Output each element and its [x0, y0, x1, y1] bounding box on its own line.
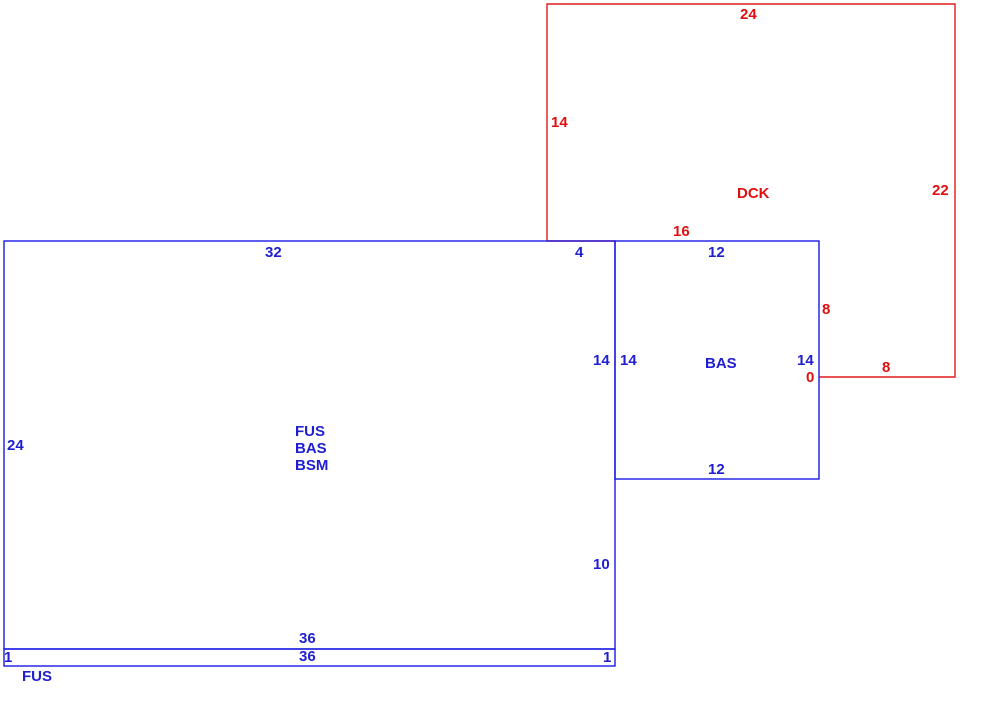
deck-left-dimension: 14	[551, 114, 568, 131]
addition-bottom-dimension: 12	[708, 461, 725, 478]
addition-right-dimension: 14	[797, 352, 814, 369]
main-code-2: BAS	[295, 440, 327, 457]
deck-code-label: DCK	[737, 185, 770, 202]
deck-right-dimension: 22	[932, 182, 949, 199]
main-right-lower-dimension: 10	[593, 556, 610, 573]
deck-inner-vertical-dimension: 8	[822, 301, 830, 318]
main-code-3: BSM	[295, 457, 328, 474]
main-top-right-dimension: 4	[575, 244, 584, 261]
strip-code-label: FUS	[22, 668, 52, 685]
addition-left-dimension: 14	[620, 352, 637, 369]
deck-bottom-left-dimension: 16	[673, 223, 690, 240]
basement-strip-outline	[3, 648, 616, 667]
main-right-upper-dimension: 14	[593, 352, 610, 369]
deck-top-dimension: 24	[740, 6, 757, 23]
main-bottom-dimension: 36	[299, 630, 316, 647]
strip-left-dimension: 1	[4, 649, 12, 666]
main-left-dimension: 24	[7, 437, 24, 454]
strip-top-dimension: 36	[299, 648, 316, 665]
addition-code-label: BAS	[705, 355, 737, 372]
addition-outline	[614, 240, 820, 480]
deck-bottom-right-dimension: 8	[882, 359, 890, 376]
strip-right-dimension: 1	[603, 649, 611, 666]
addition-top-dimension: 12	[708, 244, 725, 261]
main-code-1: FUS	[295, 423, 325, 440]
deck-zero-dimension: 0	[806, 369, 814, 386]
main-top-dimension: 32	[265, 244, 282, 261]
deck-outline	[546, 3, 956, 378]
